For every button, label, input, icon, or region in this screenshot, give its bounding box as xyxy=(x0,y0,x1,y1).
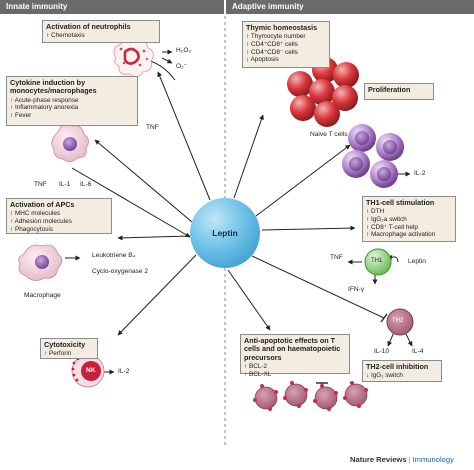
tnf-label-top: TNF xyxy=(146,124,159,131)
cytotox-item: ↑ Perforin xyxy=(44,350,72,358)
arrow-leptin-th1 xyxy=(387,255,399,263)
neutrophil-item: ↑ Chemotaxis xyxy=(46,32,85,40)
naive-t-cells xyxy=(342,124,404,188)
il1-label: IL-1 xyxy=(59,181,71,188)
cytokine-box: Cytokine induction by monocytes/macropha… xyxy=(6,76,138,126)
macrophage-label: Macrophage xyxy=(24,292,61,299)
th1-cell-label: TH1 xyxy=(371,258,383,264)
arrow-to-nk xyxy=(117,254,197,336)
thymic-box: Thymic homeostasis ↑ Thymocyte number ↑ … xyxy=(242,21,330,68)
arrow-to-naive xyxy=(255,144,351,217)
cytotox-title: Cytotoxicity xyxy=(44,340,86,349)
il4-label: IL-4 xyxy=(412,348,424,355)
inhibition-th2 xyxy=(251,255,385,319)
monocyte-cell xyxy=(51,124,89,163)
arrow-to-neutrophil xyxy=(157,71,211,201)
source-credit: Nature Reviews|Immunology xyxy=(350,455,454,464)
th1-box: TH1-cell stimulation ↑ DTH ↑ IgG₂a switc… xyxy=(362,196,456,242)
antiapop-box: Anti-apoptotic effects on T cells and on… xyxy=(240,334,350,378)
nk-label: NK xyxy=(86,367,96,374)
thymocyte-cluster xyxy=(287,57,359,127)
proliferation-box: Proliferation xyxy=(364,83,434,100)
th2-title: TH2-cell inhibition xyxy=(366,362,429,371)
th1-tnf-label: TNF xyxy=(330,254,343,261)
cytokine-item-2: ↑ Inflammatory anorexia xyxy=(10,104,79,112)
arrow-il4 xyxy=(404,331,413,347)
arrow-to-apc xyxy=(117,235,191,241)
antiapop-item-1: ↑ BCL-2 xyxy=(244,363,268,371)
leptin-node: Leptin xyxy=(190,198,260,268)
precursor-cells xyxy=(254,383,368,410)
cox-label: Cyclo-oxygenase 2 xyxy=(92,268,149,275)
th2-box: TH2-cell inhibition ↓ IgG₁ switch xyxy=(362,360,442,382)
source-name: Nature Reviews xyxy=(350,455,407,464)
nk-cell xyxy=(71,354,105,388)
proliferation-title: Proliferation xyxy=(368,85,411,94)
apc-box: Activation of APCs ↑ MHC molecules ↑ Adh… xyxy=(6,198,112,234)
cytokine-title: Cytokine induction by monocytes/macropha… xyxy=(10,78,97,96)
th1-cell xyxy=(364,248,392,276)
arrow-to-monocyte xyxy=(94,139,193,223)
neutrophil-title: Activation of neutrophils xyxy=(46,22,131,31)
apc-title: Activation of APCs xyxy=(10,200,75,209)
apc-item-2: ↑ Adhesion molecules xyxy=(10,218,72,225)
il6-label: IL-6 xyxy=(80,181,92,188)
thymic-item-3: ↑ CD4⁺CD8⁻ cells xyxy=(246,48,298,56)
cytotox-box: Cytotoxicity ↑ Perforin xyxy=(40,338,98,359)
th1-item-3: ↑ CD8⁺ T-cell help xyxy=(366,223,418,231)
macrophage-cell xyxy=(18,244,63,281)
antiapop-item-2: ↑ BCL-XL xyxy=(244,370,272,378)
innate-header: Innate immunity xyxy=(0,0,224,14)
th1-title: TH1-cell stimulation xyxy=(366,198,435,207)
neutrophil-cell xyxy=(113,38,154,78)
leptin-label: Leptin xyxy=(212,228,238,238)
adaptive-header: Adaptive immunity xyxy=(226,0,474,14)
cytokine-item-3: ↑ Fever xyxy=(10,112,32,119)
th1-item-1: ↑ DTH xyxy=(366,208,385,216)
apc-item-3: ↑ Phagocytosis xyxy=(10,225,53,233)
th1-leptin-label: Leptin xyxy=(408,258,426,265)
arrow-to-th1 xyxy=(261,225,356,231)
prolif-il2-label: IL-2 xyxy=(414,170,426,177)
leukotriene-label: Leukotriene B₄ xyxy=(92,252,136,259)
h2o2-label: H₂O₂ xyxy=(176,47,192,54)
th2-cell xyxy=(386,308,414,336)
arrow-o2 xyxy=(161,57,173,64)
thymic-title: Thymic homeostasis xyxy=(246,23,318,32)
thymic-item-2: ↑ CD4⁺CD8⁺ cells xyxy=(246,41,298,48)
thymic-item-1: ↑ Thymocyte number xyxy=(246,33,306,41)
cytokine-item-1: ↑ Acute-phase response xyxy=(10,96,79,104)
arrow-from-monocyte xyxy=(71,167,191,238)
tnf-label: TNF xyxy=(34,181,47,188)
antiapop-title: Anti-apoptotic effects on T cells and on… xyxy=(244,336,341,362)
nk-il2-label: IL-2 xyxy=(118,368,130,375)
thymic-item-4: ↓ Apoptosis xyxy=(246,56,279,64)
th1-item-4: ↑ Macrophage activation xyxy=(366,231,436,239)
neutrophil-box: Activation of neutrophils ↑ Chemotaxis xyxy=(42,20,160,43)
apc-item-1: ↑ MHC molecules xyxy=(10,210,61,218)
th1-item-2: ↑ IgG₂a switch xyxy=(366,216,407,223)
arrow-to-antiapop xyxy=(227,269,271,331)
naive-label: Naive T cells xyxy=(310,131,348,138)
th2-cell-label: TH2 xyxy=(392,318,404,324)
o2-label: O₂⁻ xyxy=(176,63,188,70)
th2-item: ↓ IgG₁ switch xyxy=(366,372,403,380)
arrow-to-thymic xyxy=(233,114,264,199)
il10-label: IL-10 xyxy=(374,348,390,355)
journal-name: Immunology xyxy=(412,455,454,464)
arrow-il10 xyxy=(387,331,395,347)
ifn-label: IFN-γ xyxy=(348,286,365,293)
